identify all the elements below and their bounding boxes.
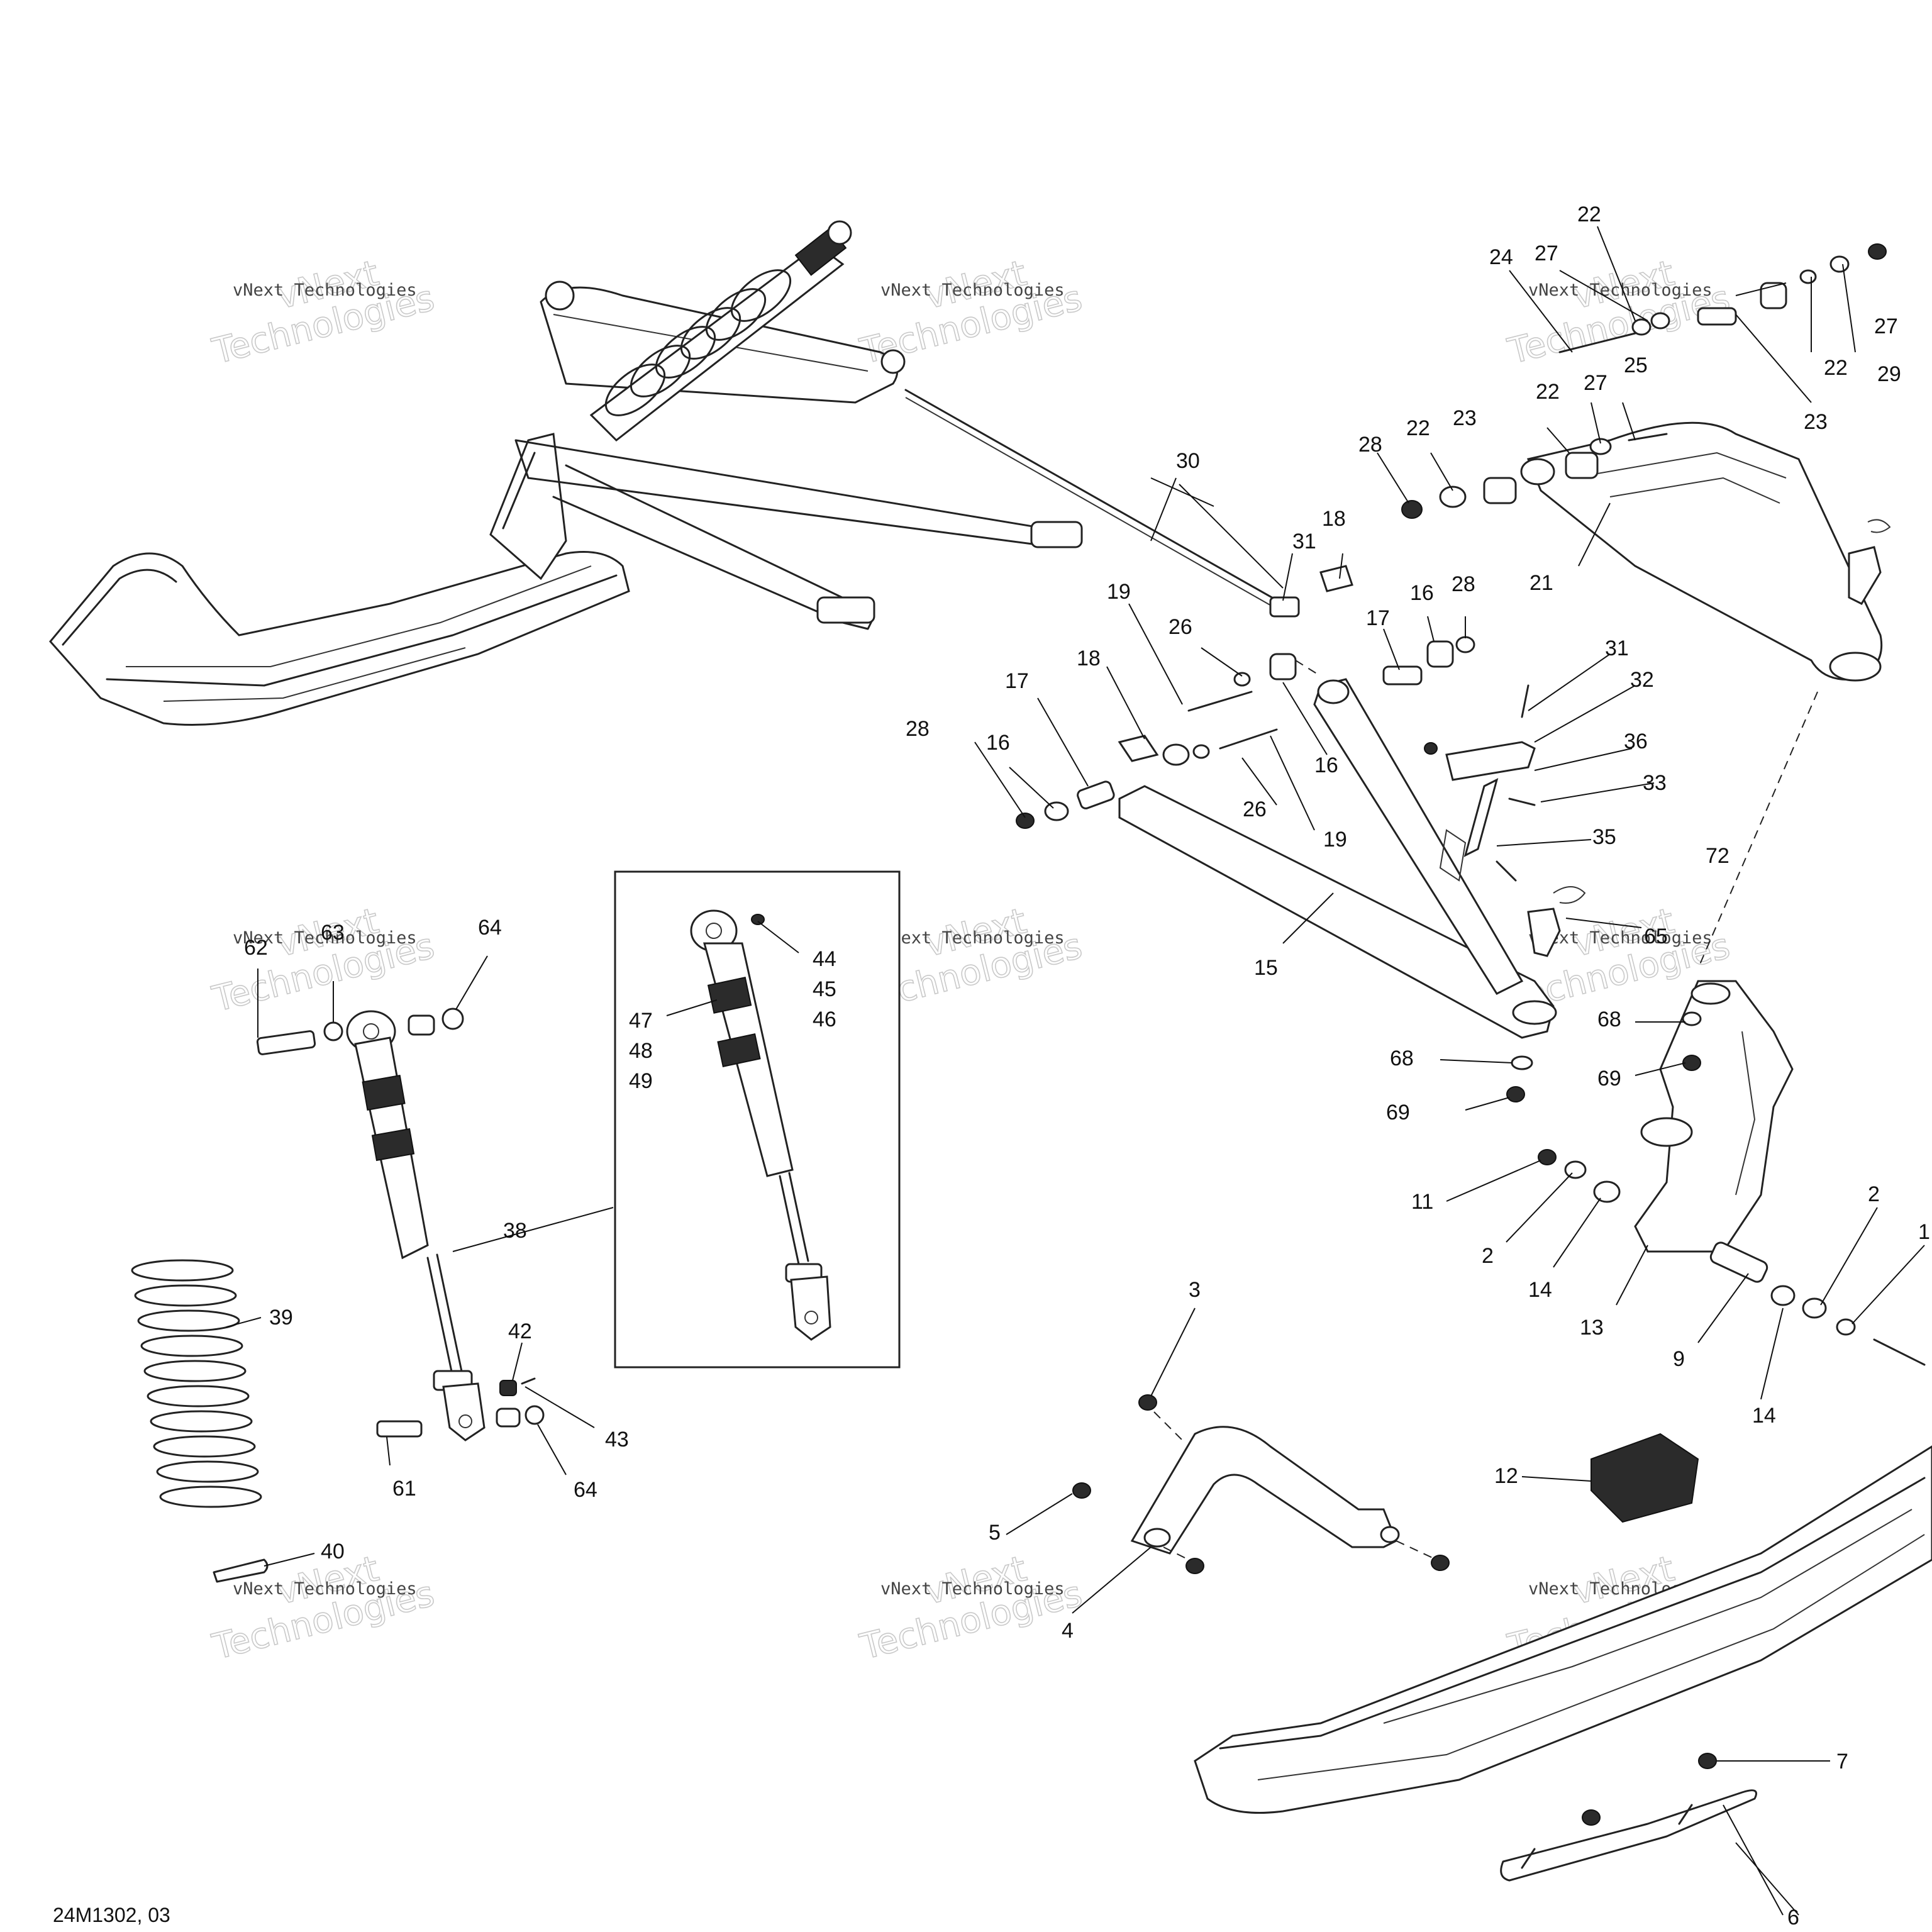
callout-62: 62 [244, 936, 268, 960]
callout-13: 13 [1580, 1316, 1604, 1340]
watermark-1-small: vNext Technologies [233, 280, 417, 300]
callout-19: 19 [1323, 828, 1347, 852]
callout-22: 22 [1824, 356, 1848, 380]
callout-14: 14 [1752, 1404, 1776, 1428]
callout-15: 15 [1254, 956, 1278, 980]
callout-31: 31 [1605, 636, 1629, 660]
shock-detail-box [614, 870, 901, 1368]
callout-65: 65 [1644, 924, 1668, 948]
shock-assembly [131, 1008, 545, 1583]
callout-5: 5 [989, 1521, 1001, 1545]
callout-69: 69 [1386, 1101, 1410, 1124]
callout-45: 45 [813, 977, 836, 1001]
callout-9: 9 [1673, 1347, 1685, 1371]
callout-28: 28 [1358, 433, 1382, 457]
callout-1: 1 [1918, 1220, 1930, 1244]
callout-26: 26 [1243, 797, 1267, 821]
callout-23: 23 [1804, 410, 1828, 434]
callout-22: 22 [1577, 203, 1601, 226]
callout-16: 16 [986, 731, 1010, 755]
callout-64: 64 [574, 1478, 597, 1502]
watermark-4-small: vNext Technologies [233, 928, 417, 948]
callout-49: 49 [629, 1069, 653, 1093]
callout-48: 48 [629, 1039, 653, 1063]
callout-38: 38 [503, 1219, 527, 1243]
callout-30: 30 [1176, 449, 1200, 473]
callout-28: 28 [906, 717, 930, 741]
callout-32: 32 [1630, 668, 1654, 692]
callout-3: 3 [1189, 1278, 1201, 1302]
callout-26: 26 [1169, 615, 1192, 639]
ski-leg [1072, 1394, 1699, 1574]
callout-46: 46 [813, 1008, 836, 1031]
callout-47: 47 [629, 1009, 653, 1033]
callout-labels: 22 24 27 27 22 29 23 25 27 22 22 23 28 2… [244, 203, 1930, 1929]
callout-4: 4 [1062, 1619, 1074, 1643]
watermark-8: vNext Technologies [855, 1548, 1086, 1668]
leader-lines [226, 226, 1925, 1916]
callout-19: 19 [1107, 580, 1131, 604]
callout-27: 27 [1535, 242, 1558, 265]
callout-36: 36 [1624, 730, 1648, 753]
callout-24: 24 [1489, 245, 1513, 269]
callout-16: 16 [1410, 581, 1434, 605]
callout-39: 39 [269, 1306, 293, 1330]
spindle-exploded [1538, 980, 1926, 1366]
callout-33: 33 [1643, 771, 1667, 795]
callout-25: 25 [1624, 353, 1648, 377]
watermark-7-small: vNext Technologies [233, 1579, 417, 1599]
callout-11: 11 [1411, 1190, 1433, 1214]
callout-69: 69 [1597, 1067, 1621, 1091]
callout-7: 7 [1836, 1750, 1848, 1774]
diagram-reference-code: 24M1302, 03 [53, 1904, 170, 1926]
callout-44: 44 [813, 947, 836, 971]
watermark-7: vNext Technologies [208, 1548, 438, 1668]
spring-coils [604, 269, 792, 416]
callout-18: 18 [1322, 507, 1346, 531]
callout-64: 64 [478, 916, 502, 940]
callout-22: 22 [1406, 416, 1430, 440]
watermark-1: vNext Technologies [208, 252, 438, 373]
callout-23: 23 [1453, 406, 1477, 430]
watermark-4: vNext Technologies [208, 900, 438, 1021]
callout-35: 35 [1592, 825, 1616, 849]
watermark-2-small: vNext Technologies [880, 280, 1065, 300]
upper-a-arm-exploded [1401, 243, 1891, 682]
callout-40: 40 [321, 1540, 345, 1563]
callout-17: 17 [1005, 669, 1029, 693]
callout-21: 21 [1530, 571, 1553, 595]
callout-16: 16 [1314, 753, 1338, 777]
callout-2: 2 [1482, 1244, 1494, 1268]
callout-18: 18 [1077, 647, 1101, 670]
callout-17: 17 [1366, 606, 1390, 630]
watermark-3: vNext Technologies [1503, 252, 1734, 373]
callout-27: 27 [1874, 314, 1898, 338]
callout-61: 61 [392, 1477, 416, 1501]
callout-43: 43 [605, 1428, 629, 1452]
watermark-8-small: vNext Technologies [880, 1579, 1065, 1599]
watermark-5-small: vNext Technologies [880, 928, 1065, 948]
bottom-ski [1194, 1445, 1932, 1882]
coil-spring [131, 1259, 262, 1508]
assembled-ski-suspension [49, 220, 1300, 726]
callout-29: 29 [1877, 362, 1901, 386]
callout-68: 68 [1597, 1008, 1621, 1031]
callout-68: 68 [1390, 1046, 1414, 1070]
callout-14: 14 [1528, 1278, 1552, 1302]
callout-42: 42 [508, 1319, 532, 1343]
callout-27: 27 [1584, 371, 1607, 395]
callout-6: 6 [1787, 1906, 1799, 1929]
callout-2: 2 [1868, 1182, 1880, 1206]
callout-12: 12 [1494, 1464, 1518, 1488]
callout-28: 28 [1452, 572, 1475, 596]
lower-a-arm-exploded [1016, 565, 1818, 1102]
callout-72: 72 [1706, 844, 1729, 868]
callout-31: 31 [1292, 530, 1316, 553]
callout-22: 22 [1536, 380, 1560, 404]
callout-63: 63 [321, 921, 345, 945]
